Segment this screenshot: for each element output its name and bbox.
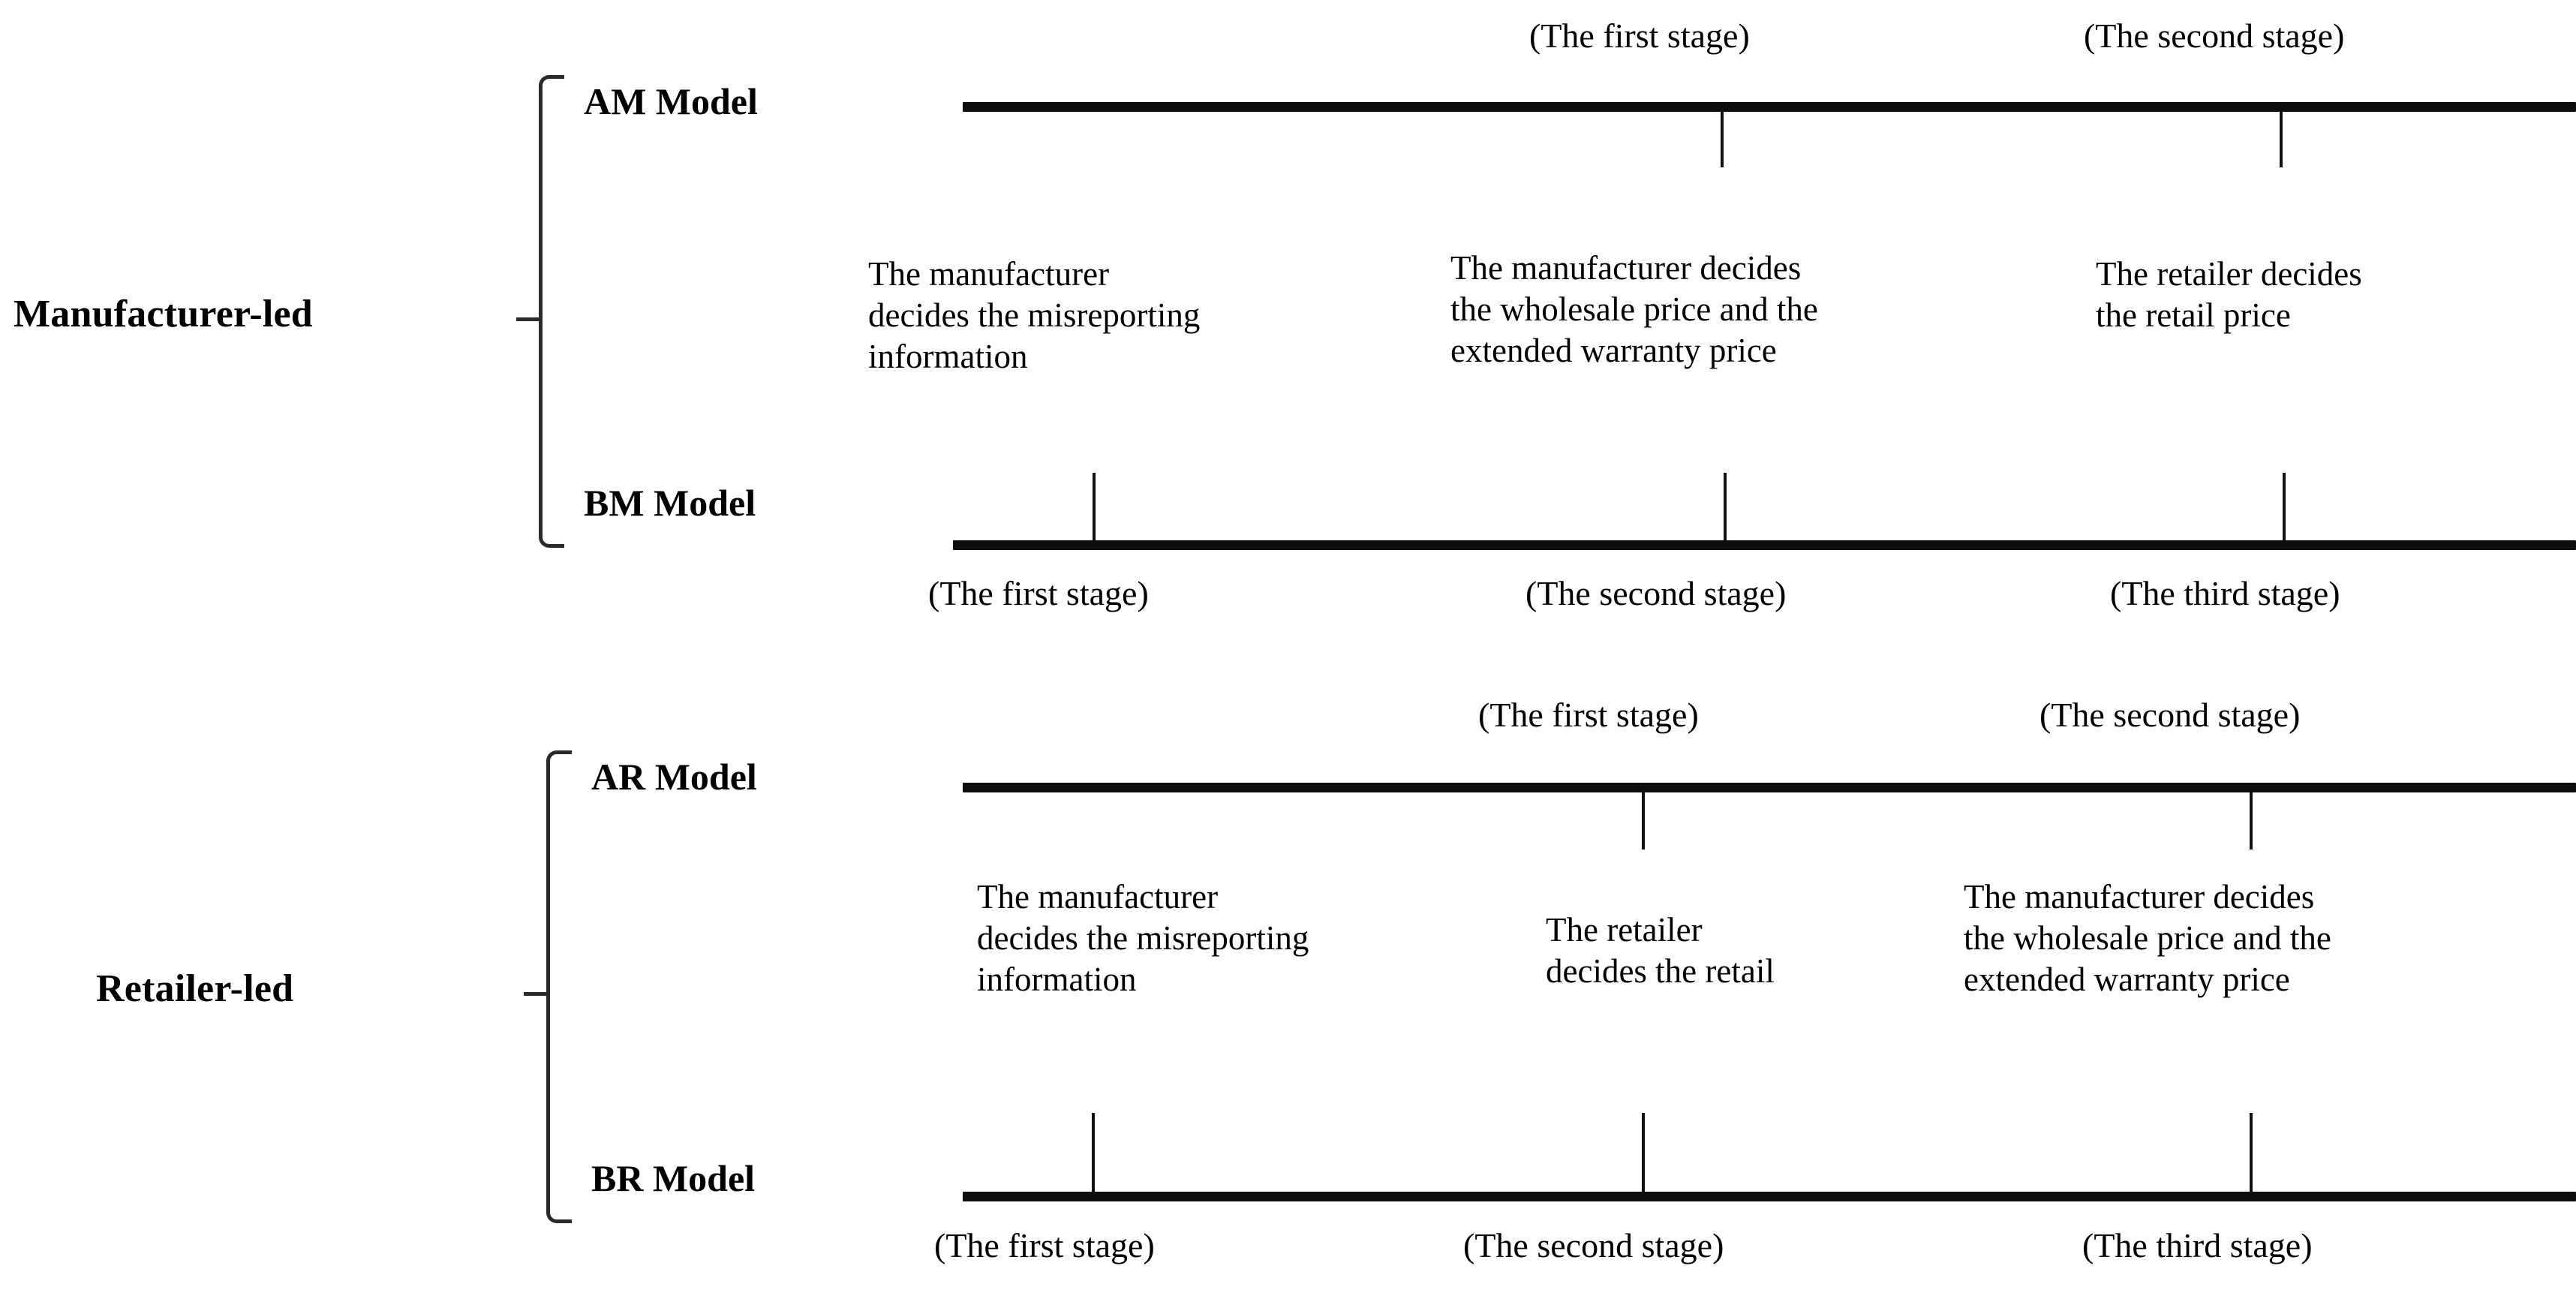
description-line: the wholesale price and the — [1450, 290, 1818, 328]
description-retailer-wholesale-warranty: The manufacturer decides the wholesale p… — [1964, 877, 2576, 1000]
description-line: The manufacturer — [977, 878, 1219, 916]
group-label-retailer-led: Retailer-led — [96, 967, 294, 1010]
stage-tick-ar-second — [2250, 789, 2253, 849]
group-bracket-stem-manufacturer-led — [516, 317, 542, 321]
description-line: information — [977, 960, 1137, 998]
description-line: The manufacturer — [868, 255, 1110, 293]
stage-label-bm-first: (The first stage) — [928, 574, 1149, 612]
stage-tick-br-second — [1642, 1113, 1645, 1193]
stage-label-br-second: (The second stage) — [1463, 1226, 1724, 1264]
stage-tick-ar-first — [1642, 789, 1645, 849]
stage-label-ar-second: (The second stage) — [2039, 696, 2301, 734]
timeline-axis-ar — [963, 783, 2576, 792]
description-line: information — [868, 337, 1028, 375]
description-line: The manufacturer decides — [1450, 249, 1802, 287]
stage-label-ar-first: (The first stage) — [1478, 696, 1699, 734]
description-line: The manufacturer decides — [1964, 878, 2315, 916]
stage-label-bm-third: (The third stage) — [2110, 574, 2340, 612]
stage-label-br-first: (The first stage) — [934, 1226, 1155, 1264]
group-bracket-manufacturer-led — [539, 75, 564, 548]
model-label-bm: BM Model — [584, 482, 756, 524]
description-manufacturer-misreporting: The manufacturer decides the misreportin… — [868, 254, 1416, 377]
description-manufacturer-retail-price: The retailer decides the retail price — [2096, 254, 2576, 336]
description-manufacturer-wholesale-warranty: The manufacturer decides the wholesale p… — [1450, 248, 2043, 371]
description-line: the wholesale price and the — [1964, 919, 2331, 957]
description-line: decides the retail — [1546, 952, 1775, 990]
timeline-axis-br — [963, 1192, 2576, 1201]
stage-tick-br-first — [1092, 1113, 1095, 1193]
description-line: The retailer — [1546, 911, 1703, 949]
description-retailer-misreporting: The manufacturer decides the misreportin… — [977, 877, 1532, 1000]
stage-label-am-second: (The second stage) — [2084, 17, 2345, 55]
stage-tick-bm-first — [1093, 473, 1096, 542]
group-bracket-retailer-led — [546, 750, 572, 1223]
stage-label-br-third: (The third stage) — [2082, 1226, 2313, 1264]
description-line: decides the misreporting — [868, 296, 1201, 334]
timeline-axis-bm — [953, 540, 2576, 550]
description-line: The retailer decides — [2096, 255, 2362, 293]
timeline-axis-am — [963, 102, 2576, 112]
description-line: extended warranty price — [1964, 960, 2290, 998]
description-retailer-retail-price: The retailer decides the retail — [1546, 910, 1966, 992]
model-label-br: BR Model — [591, 1157, 756, 1199]
model-label-am: AM Model — [584, 80, 758, 122]
group-bracket-stem-retailer-led — [524, 992, 549, 996]
model-label-ar: AR Model — [591, 756, 757, 798]
description-line: decides the misreporting — [977, 919, 1309, 957]
stage-tick-br-third — [2250, 1113, 2253, 1193]
stage-label-am-first: (The first stage) — [1529, 17, 1750, 55]
stage-label-bm-second: (The second stage) — [1525, 574, 1787, 612]
group-label-manufacturer-led: Manufacturer-led — [14, 293, 313, 335]
stage-tick-bm-second — [1724, 473, 1727, 542]
stage-tick-bm-third — [2283, 473, 2286, 542]
stage-tick-am-first — [1721, 109, 1724, 167]
stage-tick-am-second — [2280, 109, 2283, 167]
description-line: the retail price — [2096, 296, 2291, 334]
description-line: extended warranty price — [1450, 331, 1777, 369]
